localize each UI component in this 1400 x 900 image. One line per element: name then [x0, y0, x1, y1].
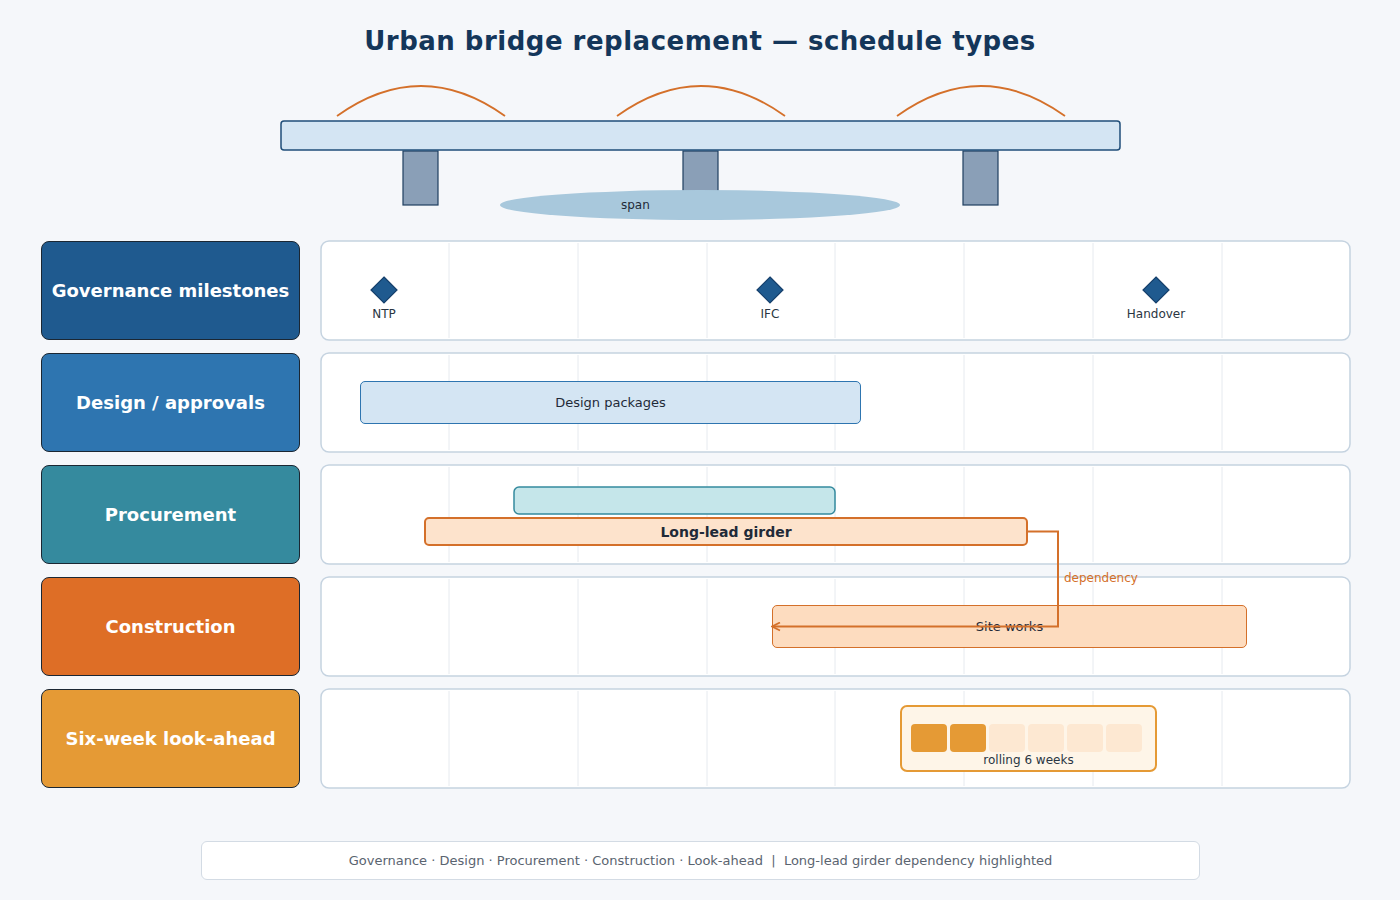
lane-header: Six-week look-ahead	[41, 689, 300, 788]
week-cell	[989, 724, 1025, 752]
diamond-shape	[730, 276, 810, 307]
pier	[403, 151, 438, 205]
time-grid	[449, 243, 1222, 786]
procurement-bar	[514, 487, 835, 514]
lane-title: Governance milestones	[52, 280, 290, 301]
node-label: Site works	[976, 619, 1043, 634]
week-cell	[911, 724, 947, 752]
lane-title: Six-week look-ahead	[65, 728, 275, 749]
milestone-diamond: NTP	[344, 276, 424, 324]
week-cells	[911, 724, 1142, 752]
bridge-illustration	[281, 86, 1120, 205]
diagram-title: Urban bridge replacement — schedule type…	[0, 26, 1400, 56]
lane-panel	[321, 465, 1350, 564]
pier	[683, 151, 718, 205]
arch	[897, 86, 1065, 116]
milestone-diamond: Handover	[1116, 276, 1196, 324]
lane-panel	[321, 577, 1350, 676]
lane-header: Construction	[41, 577, 300, 676]
lane-header: Design / approvals	[41, 353, 300, 452]
grid-line	[449, 355, 1222, 450]
week-cell	[1067, 724, 1103, 752]
lane-title: Construction	[105, 616, 235, 637]
lane-title: Procurement	[105, 504, 236, 525]
caption-text: Governance · Design · Procurement · Cons…	[349, 853, 1053, 868]
girder-bar: Long-lead girder	[424, 517, 1028, 546]
lookahead-box: rolling 6 weeks	[900, 705, 1157, 772]
caption-box: Governance · Design · Procurement · Cons…	[201, 841, 1200, 880]
milestone-diamond: IFC	[730, 276, 810, 324]
diamond-shape	[344, 276, 424, 307]
node-label: Long-lead girder	[660, 524, 791, 540]
node-label: IFC	[761, 307, 780, 321]
ellipse-shape	[500, 190, 900, 220]
node-label: span	[621, 198, 650, 212]
site-works-bar: Site works	[772, 605, 1247, 648]
week-cell	[950, 724, 986, 752]
grid-line	[449, 467, 1222, 562]
bridge-deck	[281, 121, 1120, 150]
node-label: NTP	[372, 307, 396, 321]
lane-title: Design / approvals	[76, 392, 265, 413]
arch	[337, 86, 505, 116]
grid-line	[449, 243, 1222, 338]
diamond-outline	[757, 277, 783, 303]
lane-panel	[321, 353, 1350, 452]
grid-line	[449, 579, 1222, 674]
ellipse-outline	[500, 190, 900, 220]
dependency-arrow	[772, 532, 1058, 627]
edge-label: dependency	[1064, 571, 1138, 585]
design-bar: Design packages	[360, 381, 861, 424]
diamond-shape	[1116, 276, 1196, 307]
diamond-outline	[371, 277, 397, 303]
pier	[963, 151, 998, 205]
diamond-outline	[1143, 277, 1169, 303]
arch	[617, 86, 785, 116]
grid-line	[449, 691, 1222, 786]
lane-header: Procurement	[41, 465, 300, 564]
lane-panel	[321, 241, 1350, 340]
lane-panel	[321, 689, 1350, 788]
lane-panels	[321, 241, 1350, 788]
week-cell	[1106, 724, 1142, 752]
span-ellipse: span	[500, 190, 900, 220]
node-label: Design packages	[555, 395, 666, 410]
node-label: Handover	[1127, 307, 1185, 321]
node-label: rolling 6 weeks	[983, 753, 1073, 767]
lane-header: Governance milestones	[41, 241, 300, 340]
week-cell	[1028, 724, 1064, 752]
